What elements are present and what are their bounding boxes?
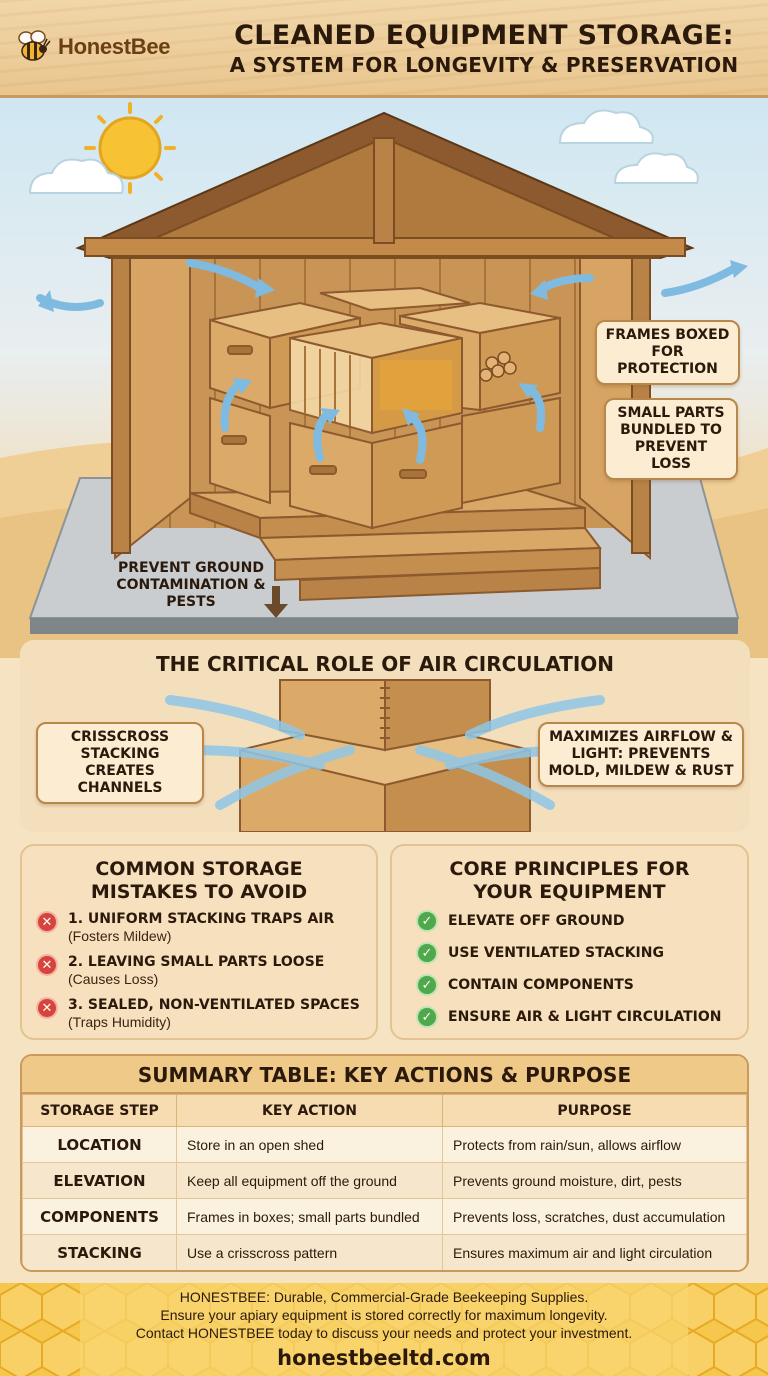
- table-cell-purpose: Prevents ground moisture, dirt, pests: [442, 1162, 747, 1199]
- table-cell-step: COMPONENTS: [22, 1198, 177, 1235]
- crisscross-illustration: [165, 679, 605, 832]
- summary-table: SUMMARY TABLE: KEY ACTIONS & PURPOSE STO…: [20, 1054, 749, 1272]
- table-cell-action: Keep all equipment off the ground: [176, 1162, 443, 1199]
- x-icon: ✕: [36, 997, 58, 1019]
- principle-item: ✓ CONTAIN COMPONENTS: [416, 974, 634, 996]
- table-cell-purpose: Protects from rain/sun, allows airflow: [442, 1126, 747, 1163]
- table-title: SUMMARY TABLE: KEY ACTIONS & PURPOSE: [22, 1056, 747, 1094]
- table-cell-purpose: Ensures maximum air and light circulatio…: [442, 1234, 747, 1270]
- x-icon: ✕: [36, 954, 58, 976]
- pallet: [189, 486, 602, 602]
- page-title: CLEANED EQUIPMENT STORAGE: A SYSTEM FOR …: [210, 20, 758, 78]
- mistake-sub: (Fosters Mildew): [68, 928, 172, 944]
- principle-item: ✓ ENSURE AIR & LIGHT CIRCULATION: [416, 1006, 721, 1028]
- table-cell-action: Store in an open shed: [176, 1126, 443, 1163]
- table-header-cell: STORAGE STEP: [22, 1094, 177, 1127]
- principles-panel: CORE PRINCIPLES FOR YOUR EQUIPMENT ✓ ELE…: [390, 844, 749, 1040]
- mistake-sub: (Traps Humidity): [68, 1014, 171, 1030]
- callout-crisscross: CRISSCROSS STACKING CREATES CHANNELS: [36, 722, 204, 804]
- footer: HONESTBEE: Durable, Commercial-Grade Bee…: [0, 1283, 768, 1376]
- hive-box: [319, 286, 471, 312]
- table-cell-step: STACKING: [22, 1234, 177, 1270]
- mistake-item: ✕ 1. UNIFORM STACKING TRAPS AIR (Fosters…: [36, 910, 334, 945]
- shed-scene: [0, 102, 768, 658]
- frames-box: [289, 321, 463, 435]
- label-ground: PREVENT GROUND CONTAMINATION & PESTS: [116, 560, 266, 610]
- wood-grain-texture: [0, 0, 768, 95]
- principle-item: ✓ ELEVATE OFF GROUND: [416, 910, 624, 932]
- air-circulation-section: THE CRITICAL ROLE OF AIR CIRCULATION CRI…: [20, 640, 750, 832]
- table-cell-purpose: Prevents loss, scratches, dust accumulat…: [442, 1198, 747, 1235]
- mistake-main: 3. SEALED, NON-VENTILATED SPACES: [68, 997, 360, 1013]
- callout-maximizes-airflow: MAXIMIZES AIRFLOW & LIGHT: PREVENTS MOLD…: [538, 722, 744, 787]
- bundle-icon: [479, 351, 517, 382]
- mistakes-title-line-1: COMMON STORAGE: [95, 858, 303, 880]
- mistake-main: 1. UNIFORM STACKING TRAPS AIR: [68, 911, 335, 927]
- header: HonestBee CLEANED EQUIPMENT STORAGE: A S…: [0, 0, 768, 98]
- table-row: STACKING Use a crisscross pattern Ensure…: [22, 1234, 747, 1270]
- principles-title-line-1: CORE PRINCIPLES FOR: [449, 858, 690, 880]
- mistake-main: 2. LEAVING SMALL PARTS LOOSE: [68, 954, 325, 970]
- title-line-2: A SYSTEM FOR LONGEVITY & PRESERVATION: [229, 53, 739, 77]
- mistakes-title: COMMON STORAGE MISTAKES TO AVOID: [22, 858, 376, 904]
- mistake-sub: (Causes Loss): [68, 971, 159, 987]
- post-left: [111, 247, 131, 554]
- principle-label: ENSURE AIR & LIGHT CIRCULATION: [448, 1009, 722, 1025]
- check-icon: ✓: [416, 1006, 438, 1028]
- title-line-1: CLEANED EQUIPMENT STORAGE:: [234, 20, 734, 51]
- principles-title-line-2: YOUR EQUIPMENT: [473, 881, 666, 903]
- airflow-arrow-icon: [165, 695, 605, 810]
- callout-frames: FRAMES BOXED FOR PROTECTION: [595, 320, 740, 385]
- table-cell-action: Frames in boxes; small parts bundled: [176, 1198, 443, 1235]
- footer-line-1: HONESTBEE: Durable, Commercial-Grade Bee…: [179, 1289, 589, 1305]
- website-link[interactable]: honestbeeltd.com: [277, 1346, 491, 1370]
- mistakes-panel: COMMON STORAGE MISTAKES TO AVOID ✕ 1. UN…: [20, 844, 378, 1040]
- table-header-cell: PURPOSE: [442, 1094, 747, 1127]
- honeycomb-pattern: [0, 1283, 768, 1376]
- table-row: LOCATION Store in an open shed Protects …: [22, 1126, 747, 1163]
- principle-label: ELEVATE OFF GROUND: [448, 913, 625, 929]
- check-icon: ✓: [416, 974, 438, 996]
- table-cell-step: LOCATION: [22, 1126, 177, 1163]
- down-arrow-icon: [264, 586, 288, 618]
- mistake-item: ✕ 3. SEALED, NON-VENTILATED SPACES (Trap…: [36, 996, 360, 1031]
- table-row: COMPONENTS Frames in boxes; small parts …: [22, 1198, 747, 1235]
- storage-shed-illustration: FRAMES BOXED FOR PROTECTION SMALL PARTS …: [0, 98, 768, 658]
- cloud-icon: [28, 109, 699, 194]
- footer-line-3: Contact HONESTBEE today to discuss your …: [135, 1325, 633, 1341]
- brand-logo[interactable]: HonestBee: [14, 28, 171, 66]
- callout-small-parts: SMALL PARTS BUNDLED TO PREVENT LOSS: [604, 398, 738, 480]
- mistakes-title-line-2: MISTAKES TO AVOID: [90, 881, 308, 903]
- bee-icon: [18, 30, 51, 61]
- x-icon: ✕: [36, 911, 58, 933]
- table-header-row: STORAGE STEP KEY ACTION PURPOSE: [22, 1094, 747, 1127]
- hive-box: [209, 396, 561, 530]
- table-cell-action: Use a crisscross pattern: [176, 1234, 443, 1270]
- check-icon: ✓: [416, 910, 438, 932]
- footer-line-2: Ensure your apiary equipment is stored c…: [160, 1307, 608, 1323]
- parts-box: [399, 301, 561, 412]
- table-header-cell: KEY ACTION: [176, 1094, 443, 1127]
- principle-label: CONTAIN COMPONENTS: [448, 977, 634, 993]
- principles-title: CORE PRINCIPLES FOR YOUR EQUIPMENT: [392, 858, 747, 904]
- table-cell-step: ELEVATION: [22, 1162, 177, 1199]
- air-circulation-title: THE CRITICAL ROLE OF AIR CIRCULATION: [155, 652, 615, 676]
- brand-name: HonestBee: [58, 34, 171, 59]
- table-grid: STORAGE STEP KEY ACTION PURPOSE LOCATION…: [22, 1094, 747, 1270]
- arrowhead: [38, 260, 748, 426]
- principle-label: USE VENTILATED STACKING: [448, 945, 664, 961]
- mistake-item: ✕ 2. LEAVING SMALL PARTS LOOSE (Causes L…: [36, 953, 324, 988]
- table-row: ELEVATION Keep all equipment off the gro…: [22, 1162, 747, 1199]
- principle-item: ✓ USE VENTILATED STACKING: [416, 942, 664, 964]
- slab-edge: [30, 618, 738, 634]
- roof-post: [373, 137, 395, 244]
- check-icon: ✓: [416, 942, 438, 964]
